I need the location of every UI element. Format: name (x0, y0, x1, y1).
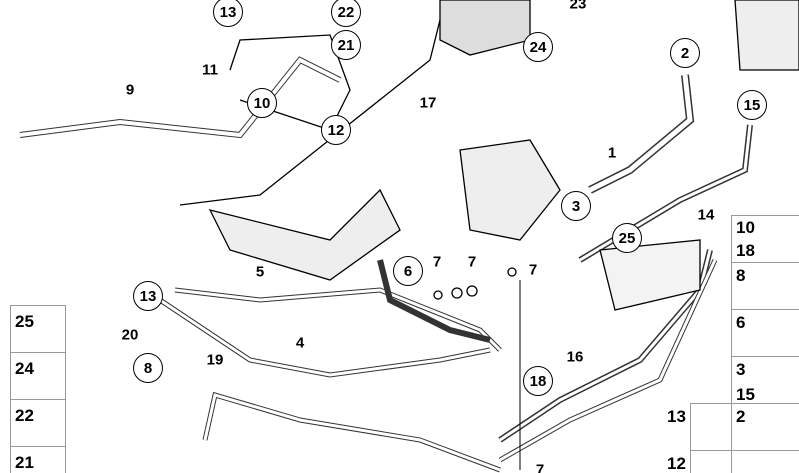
callout-6[interactable]: 6 (393, 256, 423, 286)
legend-cell-2[interactable]: 2 (731, 403, 799, 451)
label-11[interactable]: 11 (202, 61, 218, 79)
callout-13[interactable]: 13 (213, 0, 243, 27)
legend-cell-25[interactable]: 25 (10, 305, 66, 353)
label-23[interactable]: 23 (569, 0, 587, 13)
legend-cell-8[interactable]: 8 (731, 262, 799, 310)
legend-cell-21[interactable]: 21 (10, 446, 66, 473)
label-7b[interactable]: 7 (467, 253, 477, 271)
callout-8[interactable]: 8 (133, 353, 163, 383)
callout-21[interactable]: 21 (331, 30, 361, 60)
label-7a[interactable]: 7 (432, 253, 442, 271)
callout-2[interactable]: 2 (670, 38, 700, 68)
callout-3[interactable]: 3 (561, 191, 591, 221)
legend-cell-6[interactable]: 6 (731, 309, 799, 357)
legend-cell-13[interactable]: 13 (667, 403, 732, 451)
callout-13b[interactable]: 13 (133, 281, 163, 311)
label-7d[interactable]: 7 (535, 461, 545, 473)
callout-22[interactable]: 22 (331, 0, 361, 27)
label-19[interactable]: 19 (206, 351, 224, 369)
label-9[interactable]: 9 (125, 81, 135, 99)
label-1[interactable]: 1 (607, 144, 617, 162)
label-17[interactable]: 17 (419, 94, 437, 112)
callout-12[interactable]: 12 (321, 115, 351, 145)
callout-15[interactable]: 15 (737, 90, 767, 120)
callout-10[interactable]: 10 (247, 88, 277, 118)
label-7c[interactable]: 7 (528, 261, 538, 279)
legend-cell-22[interactable]: 22 (10, 399, 66, 447)
label-5[interactable]: 5 (255, 263, 265, 281)
label-4[interactable]: 4 (295, 334, 305, 352)
callout-24[interactable]: 24 (523, 32, 553, 62)
label-20[interactable]: 20 (121, 326, 139, 344)
legend-cell-12[interactable]: 12 (667, 450, 732, 473)
label-16[interactable]: 16 (566, 348, 584, 366)
label-14[interactable]: 14 (697, 206, 715, 224)
legend-cell-24[interactable]: 24 (10, 352, 66, 400)
callout-25[interactable]: 25 (612, 223, 642, 253)
callout-18[interactable]: 18 (523, 366, 553, 396)
